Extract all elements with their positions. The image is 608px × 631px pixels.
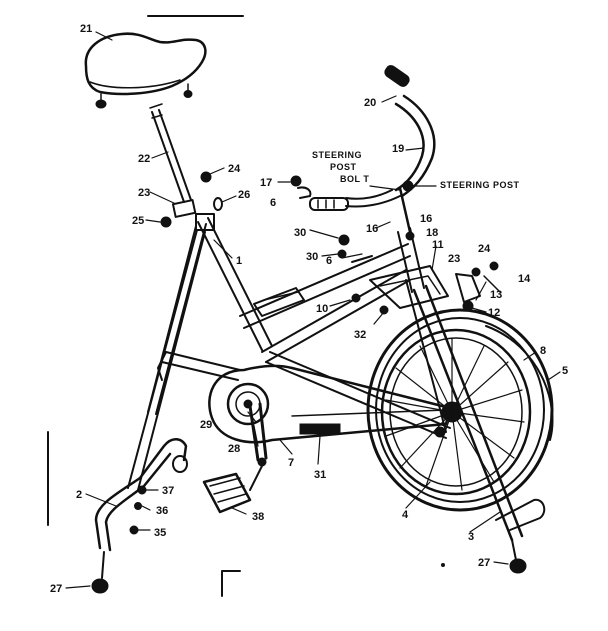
callout-4: 4 [402,509,409,521]
steering-post-bolt-label-line3: BOL T [340,174,369,184]
callout-7: 7 [288,457,294,469]
tension-hardware [337,234,501,315]
callout-16-right: 16 [420,213,432,225]
callout-12: 12 [488,307,500,319]
steering-post-bolt-label-line1: STEERING [312,150,362,160]
handlebar [290,65,436,241]
callout-6-lower: 6 [326,255,332,267]
flywheel [366,308,554,512]
callout-26: 26 [238,189,250,201]
callout-24-right: 24 [478,243,491,255]
callout-36: 36 [156,505,168,517]
callout-13: 13 [490,289,502,301]
callout-38: 38 [252,511,264,523]
callout-11: 11 [432,239,444,251]
front-leg [91,438,188,594]
chain-guard [208,364,452,444]
rear-brace [253,287,305,317]
callout-23-right: 23 [448,253,460,265]
callout-23: 23 [138,187,150,199]
crank-pedal [202,402,268,514]
callout-30-lower: 30 [306,251,318,263]
callout-8: 8 [540,345,546,357]
seat-post [149,103,192,203]
callout-16-left: 16 [366,223,378,235]
callout-27-right: 27 [478,557,490,569]
leader-lines [65,31,561,589]
steering-post-bolt-label-line2: POST [330,162,357,172]
callout-28: 28 [228,443,240,455]
callout-5: 5 [562,365,568,377]
callout-25: 25 [132,215,144,227]
steering-post-label: STEERING POST [440,180,520,190]
callout-27-left: 27 [50,583,62,595]
callout-24: 24 [228,163,241,175]
callout-22: 22 [138,153,150,165]
callout-37: 37 [162,485,174,497]
callout-10: 10 [316,303,328,315]
seat-clamp [160,171,223,228]
callout-17: 17 [260,177,272,189]
callout-1: 1 [236,255,242,267]
callout-29: 29 [200,419,212,431]
callout-19: 19 [392,143,404,155]
main-frame [127,213,546,574]
callout-30-upper: 30 [294,227,306,239]
scan-dot [441,563,445,567]
callout-2: 2 [76,489,82,501]
callout-35: 35 [154,527,166,539]
steering-text-labels: STEERING POST BOL T STEERING POST [312,150,520,190]
scan-corner-mark [221,570,241,597]
callout-21: 21 [80,23,92,35]
callout-6-upper: 6 [270,197,276,209]
callout-labels: 21 22 24 23 26 25 1 17 6 20 19 16 16 18 … [50,23,568,595]
callout-20: 20 [364,97,376,109]
seat [84,32,207,109]
callout-3: 3 [468,531,474,543]
callout-14: 14 [518,273,531,285]
callout-32: 32 [354,329,366,341]
callout-31: 31 [314,469,326,481]
callout-18: 18 [426,227,438,239]
